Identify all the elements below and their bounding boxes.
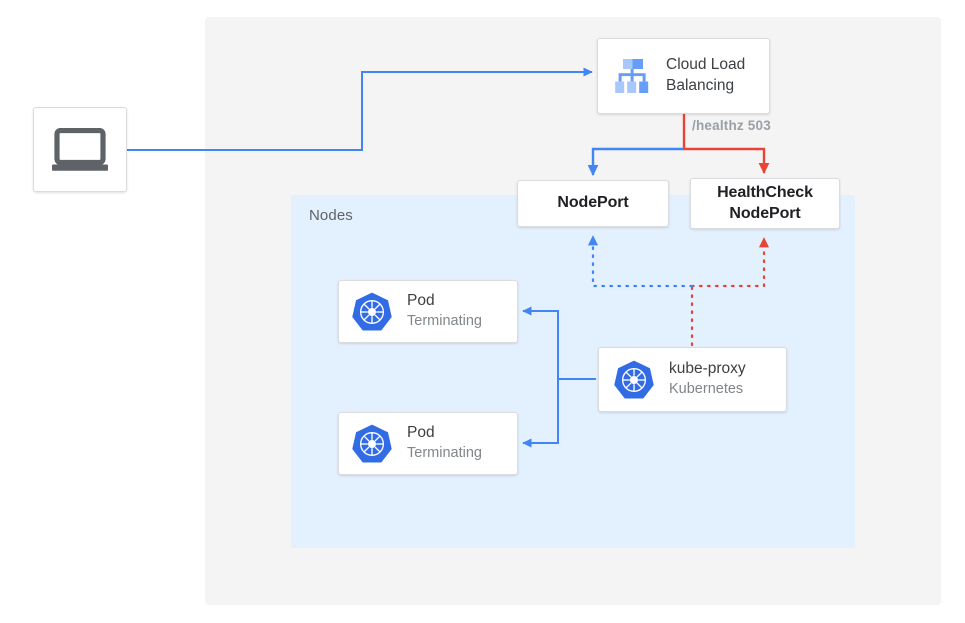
pod-status-1: Terminating [407, 313, 482, 330]
pod-node-1[interactable]: Pod Terminating [338, 280, 518, 343]
nodeport-label: NodePort [557, 194, 629, 212]
kubernetes-icon [613, 359, 655, 401]
kube-proxy-subtitle: Kubernetes [669, 381, 744, 398]
kube-proxy-title: kube-proxy [669, 360, 746, 378]
nodeport-node[interactable]: NodePort [517, 180, 669, 227]
healthcheck-nodeport-label-line1: HealthCheck [717, 183, 813, 201]
kubernetes-icon [351, 291, 393, 333]
pod-node-2[interactable]: Pod Terminating [338, 412, 518, 475]
kubernetes-icon [351, 423, 393, 465]
pod-title-1: Pod [407, 292, 435, 310]
healthcheck-nodeport-node[interactable]: HealthCheck NodePort [690, 178, 840, 229]
healthcheck-nodeport-label-line2: NodePort [729, 204, 801, 222]
healthz-edge-label: /healthz 503 [692, 118, 771, 133]
client-node[interactable] [33, 107, 127, 192]
cloud-load-balancing-title-line2: Balancing [666, 77, 735, 94]
cloud-load-balancing-title-line1: Cloud Load [666, 56, 746, 74]
nodes-region-label: Nodes [309, 207, 353, 224]
kube-proxy-node[interactable]: kube-proxy Kubernetes [598, 347, 787, 412]
laptop-icon [51, 127, 109, 172]
cloud-load-balancing-icon [612, 57, 652, 95]
pod-title-2: Pod [407, 424, 435, 442]
pod-status-2: Terminating [407, 445, 482, 462]
cloud-load-balancing-node[interactable]: Cloud Load Balancing [597, 38, 770, 114]
